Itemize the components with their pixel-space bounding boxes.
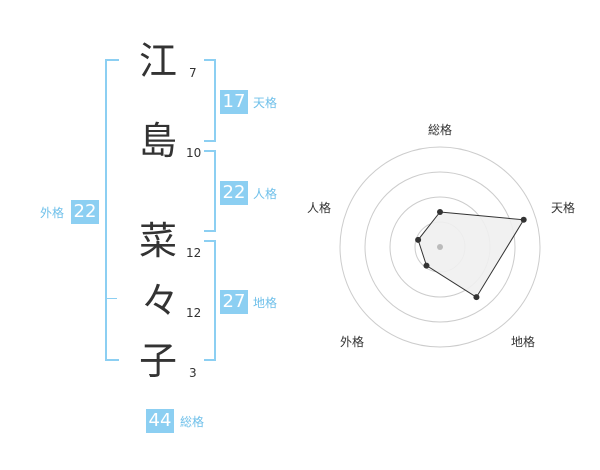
radar-axis-label-chikaku: 地格 [511, 335, 536, 349]
tenkaku-value: 17 [220, 90, 248, 114]
tenkaku-bracket [204, 59, 216, 142]
gaikaku-label: 外格 [40, 206, 65, 220]
radar-point-1 [437, 209, 443, 215]
stroke-count-4: 12 [186, 306, 202, 320]
name-char-2: 島 [139, 119, 178, 163]
radar-axis-label-soukaku: 総格 [428, 123, 453, 137]
radar-point-3 [473, 294, 480, 301]
name-char-3: 菜 [139, 219, 178, 263]
tenkaku-label: 天格 [253, 96, 278, 110]
radar-grid-ring [364, 171, 516, 323]
stroke-count-1: 7 [189, 66, 197, 80]
stroke-count-5: 3 [189, 366, 197, 380]
gaikaku-bracket [105, 59, 119, 361]
name-char-5: 子 [139, 339, 178, 383]
radar-point-5 [415, 236, 422, 243]
gaikaku-bracket-divider [105, 298, 117, 299]
soukaku-label: 総格 [180, 415, 205, 429]
name-char-4: 々 [141, 279, 180, 323]
stroke-count-3: 12 [186, 246, 202, 260]
radar-point-4 [423, 262, 430, 269]
name-char-1: 江 [139, 39, 178, 83]
jinkaku-value: 22 [220, 181, 248, 205]
radar-axis-label-gaikaku: 外格 [340, 335, 365, 349]
soukaku-value: 44 [146, 409, 174, 433]
jinkaku-bracket [204, 150, 216, 232]
radar-grid-ring [339, 146, 541, 348]
radar-point-2 [520, 216, 527, 223]
chikaku-bracket [204, 240, 216, 361]
chikaku-label: 地格 [253, 296, 278, 310]
radar-value-polygon [417, 211, 525, 298]
stroke-count-2: 10 [186, 146, 202, 160]
chikaku-value: 27 [220, 290, 248, 314]
radar-axis-label-jinkaku: 人格 [307, 201, 332, 215]
gaikaku-value: 22 [71, 200, 99, 224]
radar-axis-label-tenkaku: 天格 [551, 201, 576, 215]
jinkaku-label: 人格 [253, 187, 278, 201]
radar-center-dot [437, 244, 443, 250]
